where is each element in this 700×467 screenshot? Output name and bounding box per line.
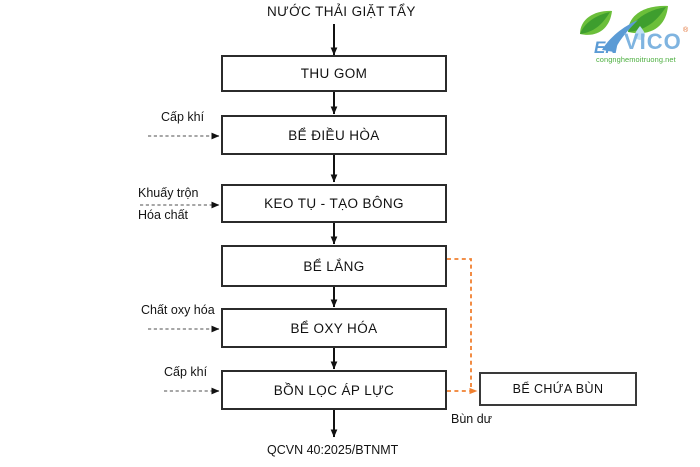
label-khuay-tron: Khuấy trộn — [138, 186, 199, 200]
logo-wordmark-en: EN — [594, 38, 618, 57]
node-keo-tu-tao-bong[interactable]: KEO TỤ - TẠO BÔNG — [221, 184, 447, 223]
water-swoosh-icon — [602, 20, 638, 52]
node-label-be-chua-bun: BỂ CHỨA BÙN — [512, 382, 604, 396]
node-be-oxy-hoa[interactable]: BỂ OXY HÓA — [221, 308, 447, 348]
node-be-lang[interactable]: BỂ LẮNG — [221, 245, 447, 287]
leaf-right-icon — [628, 5, 668, 34]
node-label-keo-tu-tao-bong: KEO TỤ - TẠO BÔNG — [264, 196, 404, 211]
sludge-line-from-belang — [447, 258, 472, 391]
node-be-chua-bun[interactable]: BỂ CHỨA BÙN — [479, 372, 637, 406]
node-label-be-dieu-hoa: BỂ ĐIỀU HÒA — [288, 127, 380, 143]
node-bon-loc-ap-luc[interactable]: BỒN LỌC ÁP LỰC — [221, 370, 447, 410]
droplet-icon — [635, 26, 645, 40]
label-cap-khi-bon-loc: Cấp khí — [164, 365, 208, 379]
inlet-title: NƯỚC THẢI GIẶT TẨY — [267, 4, 416, 19]
label-bun-du: Bùn dư — [451, 412, 493, 426]
leaf-left-icon — [580, 10, 612, 35]
outlet-standard-label: QCVN 40:2025/BTNMT — [267, 443, 399, 457]
logo-tagline: congnghemoitruong.net — [596, 55, 676, 64]
label-chat-oxy-hoa: Chất oxy hóa — [141, 303, 215, 317]
node-label-be-oxy-hoa: BỂ OXY HÓA — [290, 320, 378, 336]
label-hoa-chat: Hóa chất — [138, 208, 189, 222]
envico-logo: EN VICO ® congnghemoitruong.net — [572, 4, 694, 66]
node-label-bon-loc-ap-luc: BỒN LỌC ÁP LỰC — [273, 382, 395, 398]
logo-registered-mark: ® — [683, 26, 689, 34]
node-be-dieu-hoa[interactable]: BỂ ĐIỀU HÒA — [221, 115, 447, 155]
node-label-thu-gom: THU GOM — [300, 66, 368, 81]
label-cap-khi-dieu-hoa: Cấp khí — [161, 110, 205, 124]
node-thu-gom[interactable]: THU GOM — [221, 55, 447, 92]
logo-wordmark-vico: VICO — [624, 29, 682, 54]
node-label-be-lang: BỂ LẮNG — [303, 258, 365, 274]
